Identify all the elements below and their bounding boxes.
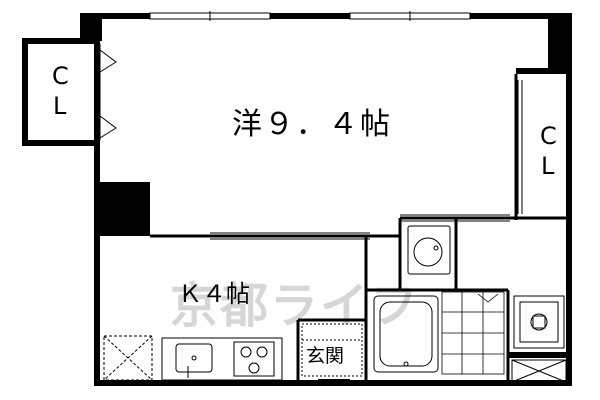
fridge-space <box>103 335 153 381</box>
exterior-walls <box>22 13 572 386</box>
bathtub <box>373 295 439 373</box>
left-closet-label-c: C <box>52 62 69 90</box>
washbasin <box>407 225 451 275</box>
right-closet-label-c: C <box>540 122 557 150</box>
entrance-label: 玄関 <box>306 345 344 367</box>
entrance-area <box>301 323 363 377</box>
left-closet-doors <box>95 44 117 140</box>
left-closet-label-l: L <box>53 92 67 120</box>
top-windows <box>149 11 471 21</box>
kitchen-counter <box>161 337 283 381</box>
washing-machine-space <box>513 295 565 349</box>
watermark-text: 京都ライフ <box>170 278 420 334</box>
sliding-partition <box>210 214 510 240</box>
western-room-label: 洋９．４帖 <box>232 107 392 142</box>
bathroom-floor-tiles <box>441 291 505 375</box>
outdoor-unit-space <box>511 359 567 383</box>
right-closet-doors <box>517 80 523 214</box>
right-closet-label-l: L <box>541 152 555 180</box>
kitchen-label: Ｋ４帖 <box>178 280 250 308</box>
interior-walls <box>150 74 566 380</box>
